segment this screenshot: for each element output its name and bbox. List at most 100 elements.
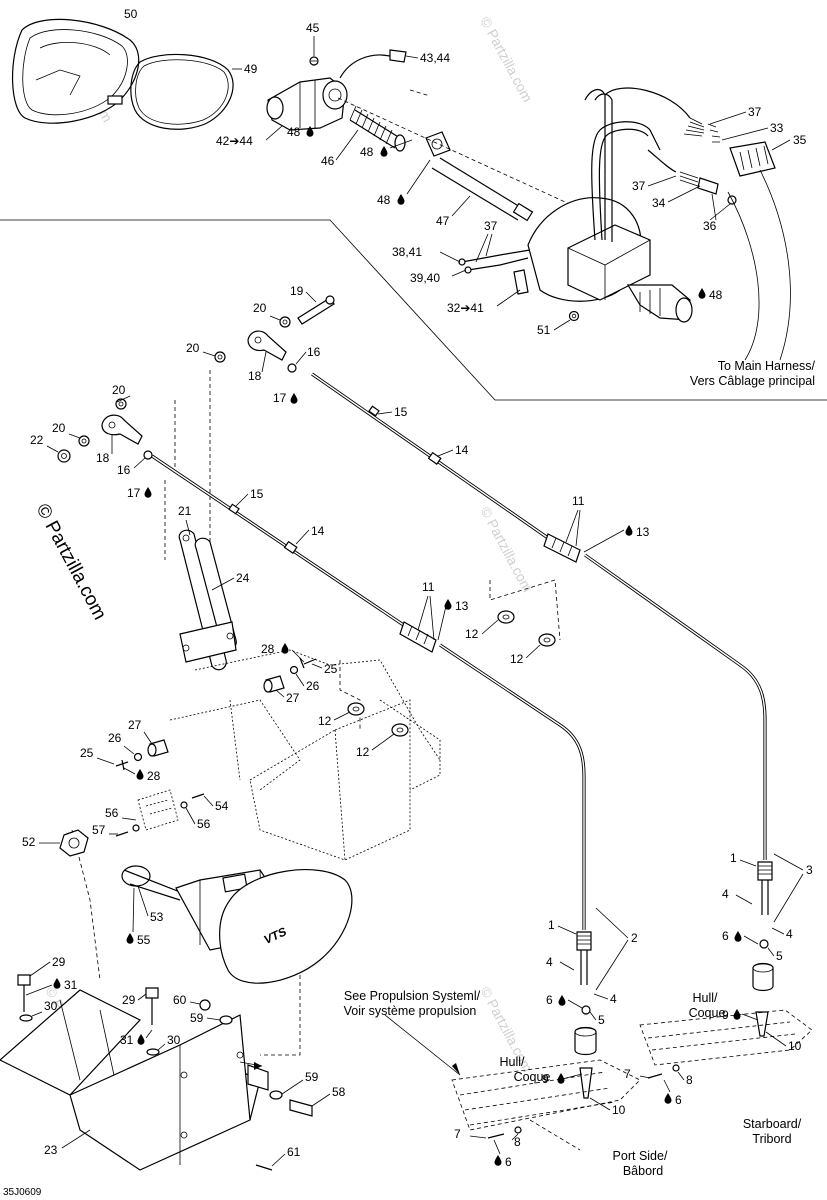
cable-assembly-starboard [311,372,773,915]
callout-20-b: 20 [186,341,200,355]
callout-37-a: 37 [748,105,762,119]
callout-26-b: 26 [108,731,122,745]
oil-drop-icon [53,978,61,989]
callout-31-b: 31 [120,1033,134,1047]
note-main-harness-2: Vers Câblage principal [690,374,815,388]
callout-53: 53 [150,910,164,924]
callout-46: 46 [321,154,335,168]
arrow-propulsion-ref [239,1014,461,1076]
callout-6-b: 6 [505,1155,512,1169]
callout-12-d: 12 [356,745,370,759]
callout-12-a: 12 [465,627,479,641]
callout-13-a: 13 [636,525,650,539]
callout-14-b: 14 [311,524,325,538]
oil-drop-icon [494,1155,502,1166]
part-23-mounting-bracket [0,989,269,1171]
callout-42-44: 42➔44 [216,134,253,148]
oil-drop-icon [698,288,706,299]
dashed-guides-upper [337,89,601,219]
callout-22: 22 [30,433,44,447]
part-50-display-housing [11,18,140,124]
cable-assembly-port [151,454,592,985]
callout-30-b: 30 [167,1033,181,1047]
oil-drop-icon [664,1093,672,1104]
washers-bushings [115,610,556,771]
callout-11-b: 11 [422,580,435,594]
callout-18-b: 18 [96,451,110,465]
callout-29-a: 29 [52,955,66,969]
callout-7-a: 7 [454,1127,461,1141]
callout-48-b: 48 [360,145,374,159]
callout-37-b: 37 [632,179,646,193]
callout-59-a: 59 [190,1011,204,1025]
callout-9-b: 9 [722,1008,729,1022]
callout-28-a: 28 [261,642,275,656]
note-see-propulsion-2: Voir système propulsion [344,1004,477,1018]
dotted-console-frame [169,649,441,861]
callout-4-b: 4 [610,992,617,1006]
callout-14-a: 14 [455,443,469,457]
callout-13-b: 13 [455,599,469,613]
callout-23: 23 [44,1143,58,1157]
callout-32-41: 32➔41 [447,301,484,315]
note-port-side-2: Bâbord [623,1164,663,1178]
callout-39-40: 39,40 [410,271,440,285]
callout-11-a: 11 [572,494,585,508]
callout-47: 47 [436,214,450,228]
callout-1-a: 1 [548,918,555,932]
callout-37-c: 37 [484,219,498,233]
callout-5-b: 5 [776,949,783,963]
diagram-reference-code: 35J0609 [3,1187,42,1198]
note-port-side-1: Port Side/ [613,1149,668,1163]
oil-drop-icon [557,1073,565,1084]
note-hull-starboard-2: Coque [689,1006,726,1020]
callout-48-a: 48 [287,125,301,139]
callout-21: 21 [178,504,192,518]
watermark-faint-3: © Partzilla.com [477,504,535,595]
watermark-main: © Partzilla.com [32,500,111,623]
note-see-propulsion-1: See Propulsion Systeml/ [344,989,481,1003]
callout-48-c: 48 [377,193,391,207]
callout-15-b: 15 [250,487,264,501]
cable-end-fittings-upper [214,295,335,373]
part-52-nut [59,829,89,857]
part-43-44-wire-connector [339,49,407,79]
oil-drop-icon [136,769,144,780]
callout-2-a: 2 [631,931,638,945]
oil-drop-icon [733,1009,741,1020]
note-hull-port-2: Coque [514,1070,551,1084]
callout-19: 19 [290,284,304,298]
part-56-bracket-block [115,789,205,837]
callout-60: 60 [173,993,187,1007]
callout-8-b: 8 [686,1073,693,1087]
callout-38-41: 38,41 [392,245,422,259]
callout-1-b: 1 [730,851,737,865]
callout-12-b: 12 [510,652,524,666]
callout-20-a: 20 [253,301,267,315]
callout-6-a: 6 [546,993,553,1007]
part-24-lever-arm [178,529,237,671]
part-49-seal [130,53,234,130]
callout-29-b: 29 [122,993,136,1007]
callout-5-a: 5 [598,1013,605,1027]
callout-45: 45 [306,21,320,35]
callout-25-a: 25 [324,662,338,676]
arrow-icon [254,1062,262,1070]
callout-24: 24 [236,571,250,585]
callout-61: 61 [287,1145,301,1159]
callout-9-a: 9 [542,1072,549,1086]
callout-10-a: 10 [612,1103,626,1117]
callout-56-b: 56 [197,817,211,831]
oil-drop-icon [281,643,289,654]
part-51-nut [568,310,580,322]
part-32-41-actuator-housing [513,88,693,323]
inset-frame [0,219,827,401]
callout-6-d: 6 [675,1093,682,1107]
note-hull-starboard-1: Hull/ [692,991,718,1005]
part-46-worm-gear [349,105,406,152]
oil-drop-icon [397,194,405,205]
fasteners-lower [17,974,313,1171]
watermark-faint-1: © Partzilla.com [477,14,535,105]
callout-57: 57 [92,823,106,837]
callout-7-b: 7 [624,1067,631,1081]
